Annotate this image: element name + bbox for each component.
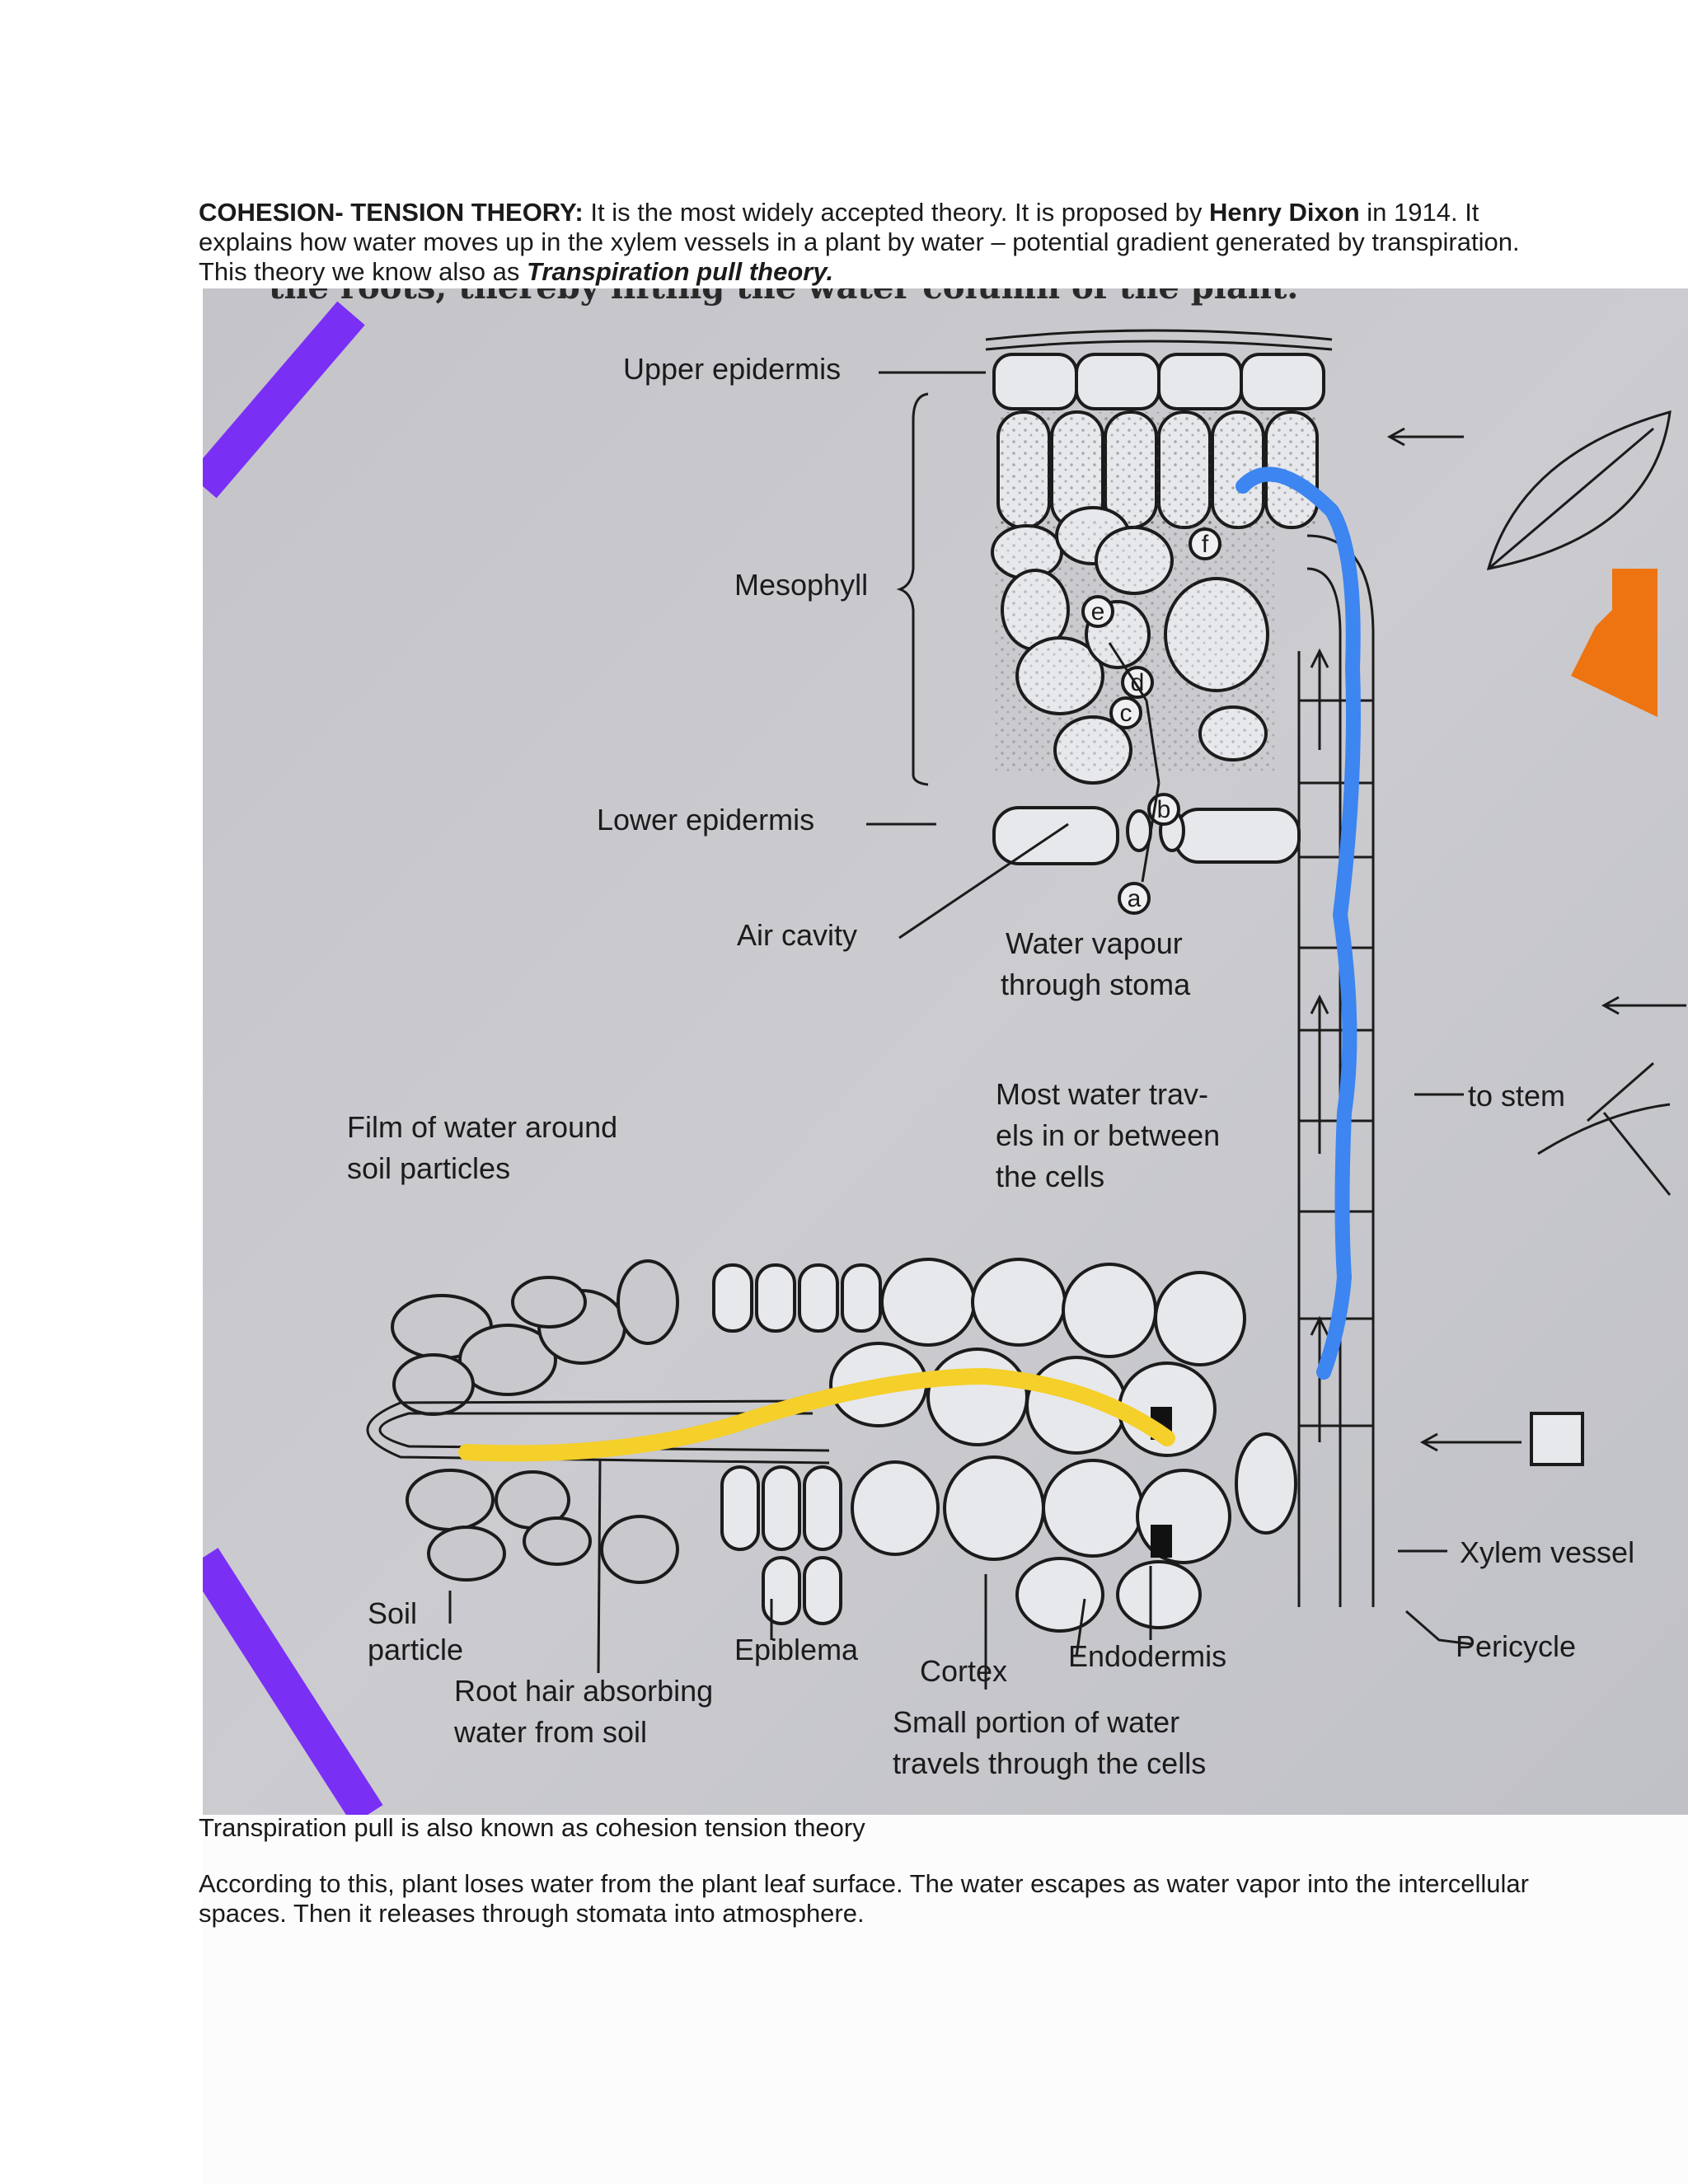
theory-name: Transpiration pull theory. xyxy=(527,257,834,286)
label-to-stem: to stem xyxy=(1468,1079,1565,1113)
label-endodermis: Endodermis xyxy=(1068,1639,1226,1673)
purple-marker-top xyxy=(203,301,365,499)
blue-highlight-path xyxy=(1236,466,1361,1380)
top-cropped-text: the roots, thereby lifting the water col… xyxy=(269,288,1298,307)
label-lower-epidermis: Lower epidermis xyxy=(597,803,814,837)
label-pericycle: Pericycle xyxy=(1456,1629,1576,1663)
cell-letters: a b c d e f xyxy=(1081,527,1221,915)
svg-text:e: e xyxy=(1091,598,1105,626)
author-name: Henry Dixon xyxy=(1209,198,1360,227)
label-soil-2: particle xyxy=(368,1633,463,1666)
label-small-portion-2: travels through the cells xyxy=(893,1746,1206,1780)
label-most-water-1: Most water trav- xyxy=(996,1077,1208,1111)
palisade-cells xyxy=(996,410,1319,529)
label-water-vapour-1: Water vapour xyxy=(1006,926,1183,960)
label-mesophyll: Mesophyll xyxy=(734,568,868,602)
mesophyll-bracket xyxy=(896,392,929,786)
soil-particles xyxy=(391,1259,679,1584)
label-upper-epidermis: Upper epidermis xyxy=(623,352,841,386)
intro-text-1: It is the most widely accepted theory. I… xyxy=(583,198,1210,227)
label-root-hair-1: Root hair absorbing xyxy=(454,1674,713,1708)
svg-text:c: c xyxy=(1120,700,1132,727)
label-air-cavity: Air cavity xyxy=(737,918,857,952)
cohesion-tension-diagram: the roots, thereby lifting the water col… xyxy=(203,288,1688,1815)
svg-text:b: b xyxy=(1157,796,1171,823)
label-root-hair-2: water from soil xyxy=(453,1715,647,1749)
photo-background xyxy=(203,288,1688,1815)
spongy-mesophyll xyxy=(991,506,1274,785)
svg-text:a: a xyxy=(1128,885,1142,912)
label-cortex: Cortex xyxy=(920,1654,1007,1688)
lower-epidermis-cells xyxy=(992,806,1301,865)
label-xylem-vessel: Xylem vessel xyxy=(1460,1535,1634,1569)
label-most-water-3: the cells xyxy=(996,1160,1104,1193)
intro-paragraph: COHESION- TENSION THEORY: It is the most… xyxy=(199,198,1534,287)
label-small-portion-1: Small portion of water xyxy=(893,1705,1179,1739)
label-film-2: soil particles xyxy=(347,1151,510,1185)
label-soil-1: Soil xyxy=(368,1596,417,1630)
yellow-highlight-path xyxy=(458,1367,1175,1462)
orange-arrow xyxy=(1571,569,1658,717)
intro-text-2: in 1914. It explains how water moves up … xyxy=(199,198,1520,286)
figure-caption: Transpiration pull is also known as cohe… xyxy=(199,1813,865,1842)
scan-background xyxy=(203,1815,1688,2184)
leaf-icon xyxy=(1486,410,1672,570)
svg-text:f: f xyxy=(1202,531,1209,558)
root-hair xyxy=(378,1412,830,1452)
purple-marker-bottom xyxy=(203,1548,383,1815)
label-film-1: Film of water around xyxy=(347,1110,617,1144)
section-heading: COHESION- TENSION THEORY: xyxy=(199,198,584,227)
xylem-vessel-column xyxy=(1297,534,1375,1607)
label-water-vapour-2: through stoma xyxy=(1001,968,1191,1001)
body-paragraph: According to this, plant loses water fro… xyxy=(199,1869,1529,1928)
label-epiblema: Epiblema xyxy=(734,1633,859,1666)
label-most-water-2: els in or between xyxy=(996,1118,1220,1152)
leaf-section: a b c d e f xyxy=(896,329,1333,915)
